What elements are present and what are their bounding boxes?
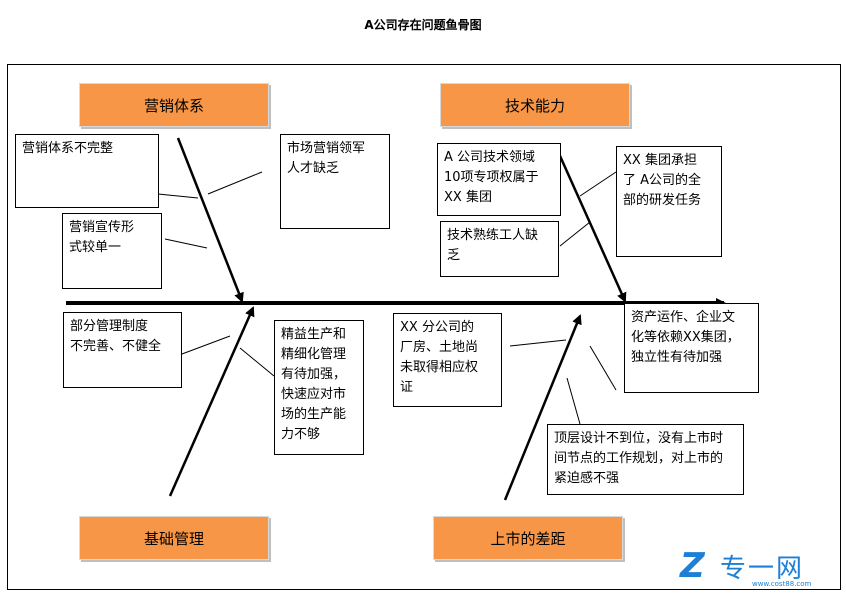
- diagram-frame: [7, 64, 841, 590]
- cause-mgmt-lean: 精益生产和 精细化管理 有待加强， 快速应对市 场的生产能 力不够: [274, 320, 364, 455]
- connector-line: [579, 171, 617, 197]
- cause-marketing-incomplete: 营销体系不完整: [15, 134, 159, 208]
- cause-marketing-promotion: 营销宣传形 式较单一: [62, 213, 162, 289]
- bone-marketing: [176, 137, 244, 303]
- watermark-logo: Z 专一网 www.cost88.com: [680, 546, 840, 590]
- cause-tech-patents: A 公司技术领域 10项专项权属于 XX 集团: [437, 143, 561, 216]
- cause-tech-skilled-workers: 技术熟练工人缺 乏: [440, 221, 559, 277]
- cause-tech-group-rd: XX 集团承担 了 A公司的全 部的研发任务: [616, 146, 722, 257]
- connector-line: [239, 347, 275, 377]
- category-listing: 上市的差距: [433, 516, 623, 560]
- connector-line: [559, 221, 591, 247]
- cause-listing-independence: 资产运作、企业文 化等依赖XX集团， 独立性有待加强: [624, 303, 759, 393]
- connector-line: [207, 171, 263, 195]
- category-management: 基础管理: [79, 516, 269, 560]
- category-technology: 技术能力: [440, 83, 630, 127]
- connector-line: [566, 377, 581, 425]
- logo-text: 专一网: [720, 554, 805, 584]
- bone-management: [168, 306, 255, 497]
- category-marketing: 营销体系: [79, 83, 269, 127]
- category-management-label: 基础管理: [143, 529, 204, 548]
- cause-marketing-talent: 市场营销领军 人才缺乏: [280, 134, 390, 229]
- category-technology-label: 技术能力: [504, 96, 565, 115]
- connector-line: [157, 193, 199, 199]
- category-marketing-label: 营销体系: [143, 96, 204, 115]
- logo-url: www.cost88.com: [752, 580, 812, 588]
- bone-listing: [503, 314, 582, 501]
- cause-mgmt-system: 部分管理制度 不完善、不健全: [63, 312, 182, 388]
- connector-line: [589, 345, 617, 391]
- connector-line: [509, 339, 567, 347]
- category-listing-label: 上市的差距: [490, 529, 566, 548]
- cause-listing-property: XX 分公司的 厂房、土地尚 未取得相应权 证: [393, 313, 502, 407]
- logo-z-icon: Z: [680, 546, 705, 586]
- page-title: A公司存在问题鱼骨图: [364, 18, 482, 32]
- connector-line: [164, 238, 208, 249]
- cause-listing-design: 顶层设计不到位，没有上市时 间节点的工作规划，对上市的 紧迫感不强: [547, 424, 744, 495]
- bone-technology: [554, 146, 627, 303]
- connector-line: [181, 335, 231, 355]
